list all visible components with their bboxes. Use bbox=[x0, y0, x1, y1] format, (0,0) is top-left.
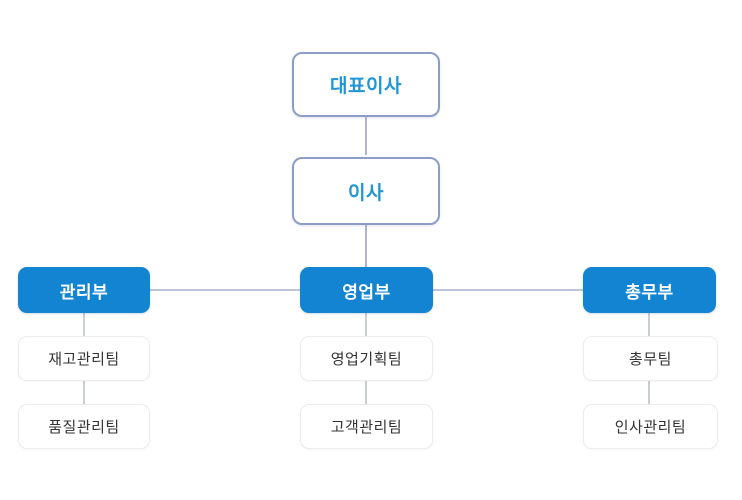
node-dept-general-affairs[interactable]: 총무부 bbox=[583, 267, 716, 313]
node-dept-sales-label: 영업부 bbox=[342, 282, 391, 303]
connector-ceo-director bbox=[365, 117, 367, 155]
connector-sales-team-plan bbox=[365, 313, 367, 336]
node-ceo-label: 대표이사 bbox=[330, 75, 402, 97]
node-ceo[interactable]: 대표이사 bbox=[292, 52, 440, 117]
node-team-sales-planning[interactable]: 영업기획팀 bbox=[300, 336, 433, 381]
node-team-general-affairs[interactable]: 총무팀 bbox=[583, 336, 718, 381]
node-dept-management[interactable]: 관리부 bbox=[18, 267, 150, 313]
node-team-inventory[interactable]: 재고관리팀 bbox=[18, 336, 150, 381]
connector-admin-team-admin bbox=[648, 313, 650, 336]
node-director-label: 이사 bbox=[348, 181, 384, 204]
connector-team-plan-team-cust bbox=[365, 381, 367, 404]
node-team-inventory-label: 재고관리팀 bbox=[48, 350, 120, 368]
node-team-quality[interactable]: 품질관리팀 bbox=[18, 404, 150, 449]
connector-team-admin-team-hr bbox=[648, 381, 650, 404]
node-dept-management-label: 관리부 bbox=[59, 282, 109, 303]
connector-department-bus-right bbox=[433, 289, 583, 291]
node-team-general-affairs-label: 총무팀 bbox=[629, 350, 672, 368]
node-director[interactable]: 이사 bbox=[292, 157, 440, 225]
node-team-customer-label: 고객관리팀 bbox=[330, 418, 403, 436]
connector-mgmt-team-inv bbox=[83, 313, 85, 336]
node-team-hr[interactable]: 인사관리팀 bbox=[583, 404, 718, 449]
connector-team-inv-team-qa bbox=[83, 381, 85, 404]
node-team-hr-label: 인사관리팀 bbox=[614, 418, 687, 436]
connector-director-sales bbox=[365, 225, 367, 267]
node-team-customer[interactable]: 고객관리팀 bbox=[300, 404, 433, 449]
node-dept-sales[interactable]: 영업부 bbox=[300, 267, 433, 313]
node-dept-general-affairs-label: 총무부 bbox=[625, 282, 674, 303]
node-team-sales-planning-label: 영업기획팀 bbox=[330, 350, 403, 368]
connector-department-bus-left bbox=[150, 289, 300, 291]
node-team-quality-label: 품질관리팀 bbox=[48, 418, 120, 436]
